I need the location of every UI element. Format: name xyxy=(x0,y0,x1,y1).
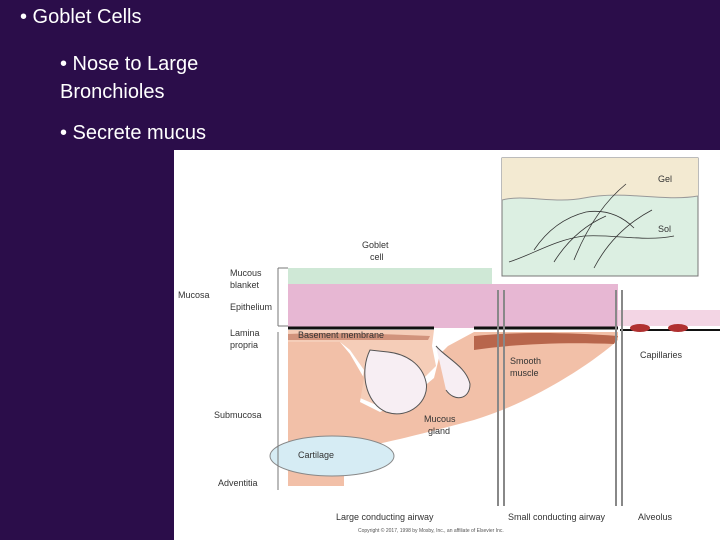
mucous-blanket-label-1: Mucous xyxy=(230,268,262,278)
bullet-nose-line2: Bronchioles xyxy=(60,81,165,103)
capillaries-label: Capillaries xyxy=(640,350,683,360)
lamina-propria-label-2: propria xyxy=(230,340,258,350)
small-airway-label: Small conducting airway xyxy=(508,512,606,522)
airway-histology-figure: Gel Sol xyxy=(174,150,720,540)
smooth-muscle-label-1: Smooth xyxy=(510,356,541,366)
gel-label: Gel xyxy=(658,174,672,184)
epithelium-label: Epithelium xyxy=(230,302,272,312)
smooth-muscle-label-2: muscle xyxy=(510,368,539,378)
submucosa-label: Submucosa xyxy=(214,410,262,420)
lamina-propria-label-1: Lamina xyxy=(230,328,260,338)
airway-tissue xyxy=(269,268,720,506)
bullet-nose-to-bronchioles: • Nose to Large Bronchioles xyxy=(60,50,260,106)
mucosa-label: Mucosa xyxy=(178,290,210,300)
mucous-blanket-label-2: blanket xyxy=(230,280,260,290)
airway-diagram: Gel Sol xyxy=(178,157,720,534)
goblet-cell-label-1: Goblet xyxy=(362,240,389,250)
large-airway-label: Large conducting airway xyxy=(336,512,434,522)
copyright-label: Copyright © 2017, 1998 by Mosby, Inc., a… xyxy=(358,527,504,534)
adventitia-label: Adventitia xyxy=(218,478,258,488)
goblet-cell-label-2: cell xyxy=(370,252,384,262)
basement-membrane-label: Basement membrane xyxy=(298,330,384,340)
bullet-nose-line1: • Nose to Large xyxy=(60,53,199,75)
sol-label: Sol xyxy=(658,224,671,234)
mucous-gland-label-2: gland xyxy=(428,426,450,436)
cartilage-label: Cartilage xyxy=(298,450,334,460)
bullet-goblet-cells: • Goblet Cells xyxy=(20,6,142,28)
bullet-secrete-mucus: • Secrete mucus xyxy=(60,122,206,144)
mucous-gland-label-1: Mucous xyxy=(424,414,456,424)
gel-sol-inset: Gel Sol xyxy=(501,157,699,277)
layer-brackets xyxy=(277,267,288,490)
alveolus-label: Alveolus xyxy=(638,512,673,522)
